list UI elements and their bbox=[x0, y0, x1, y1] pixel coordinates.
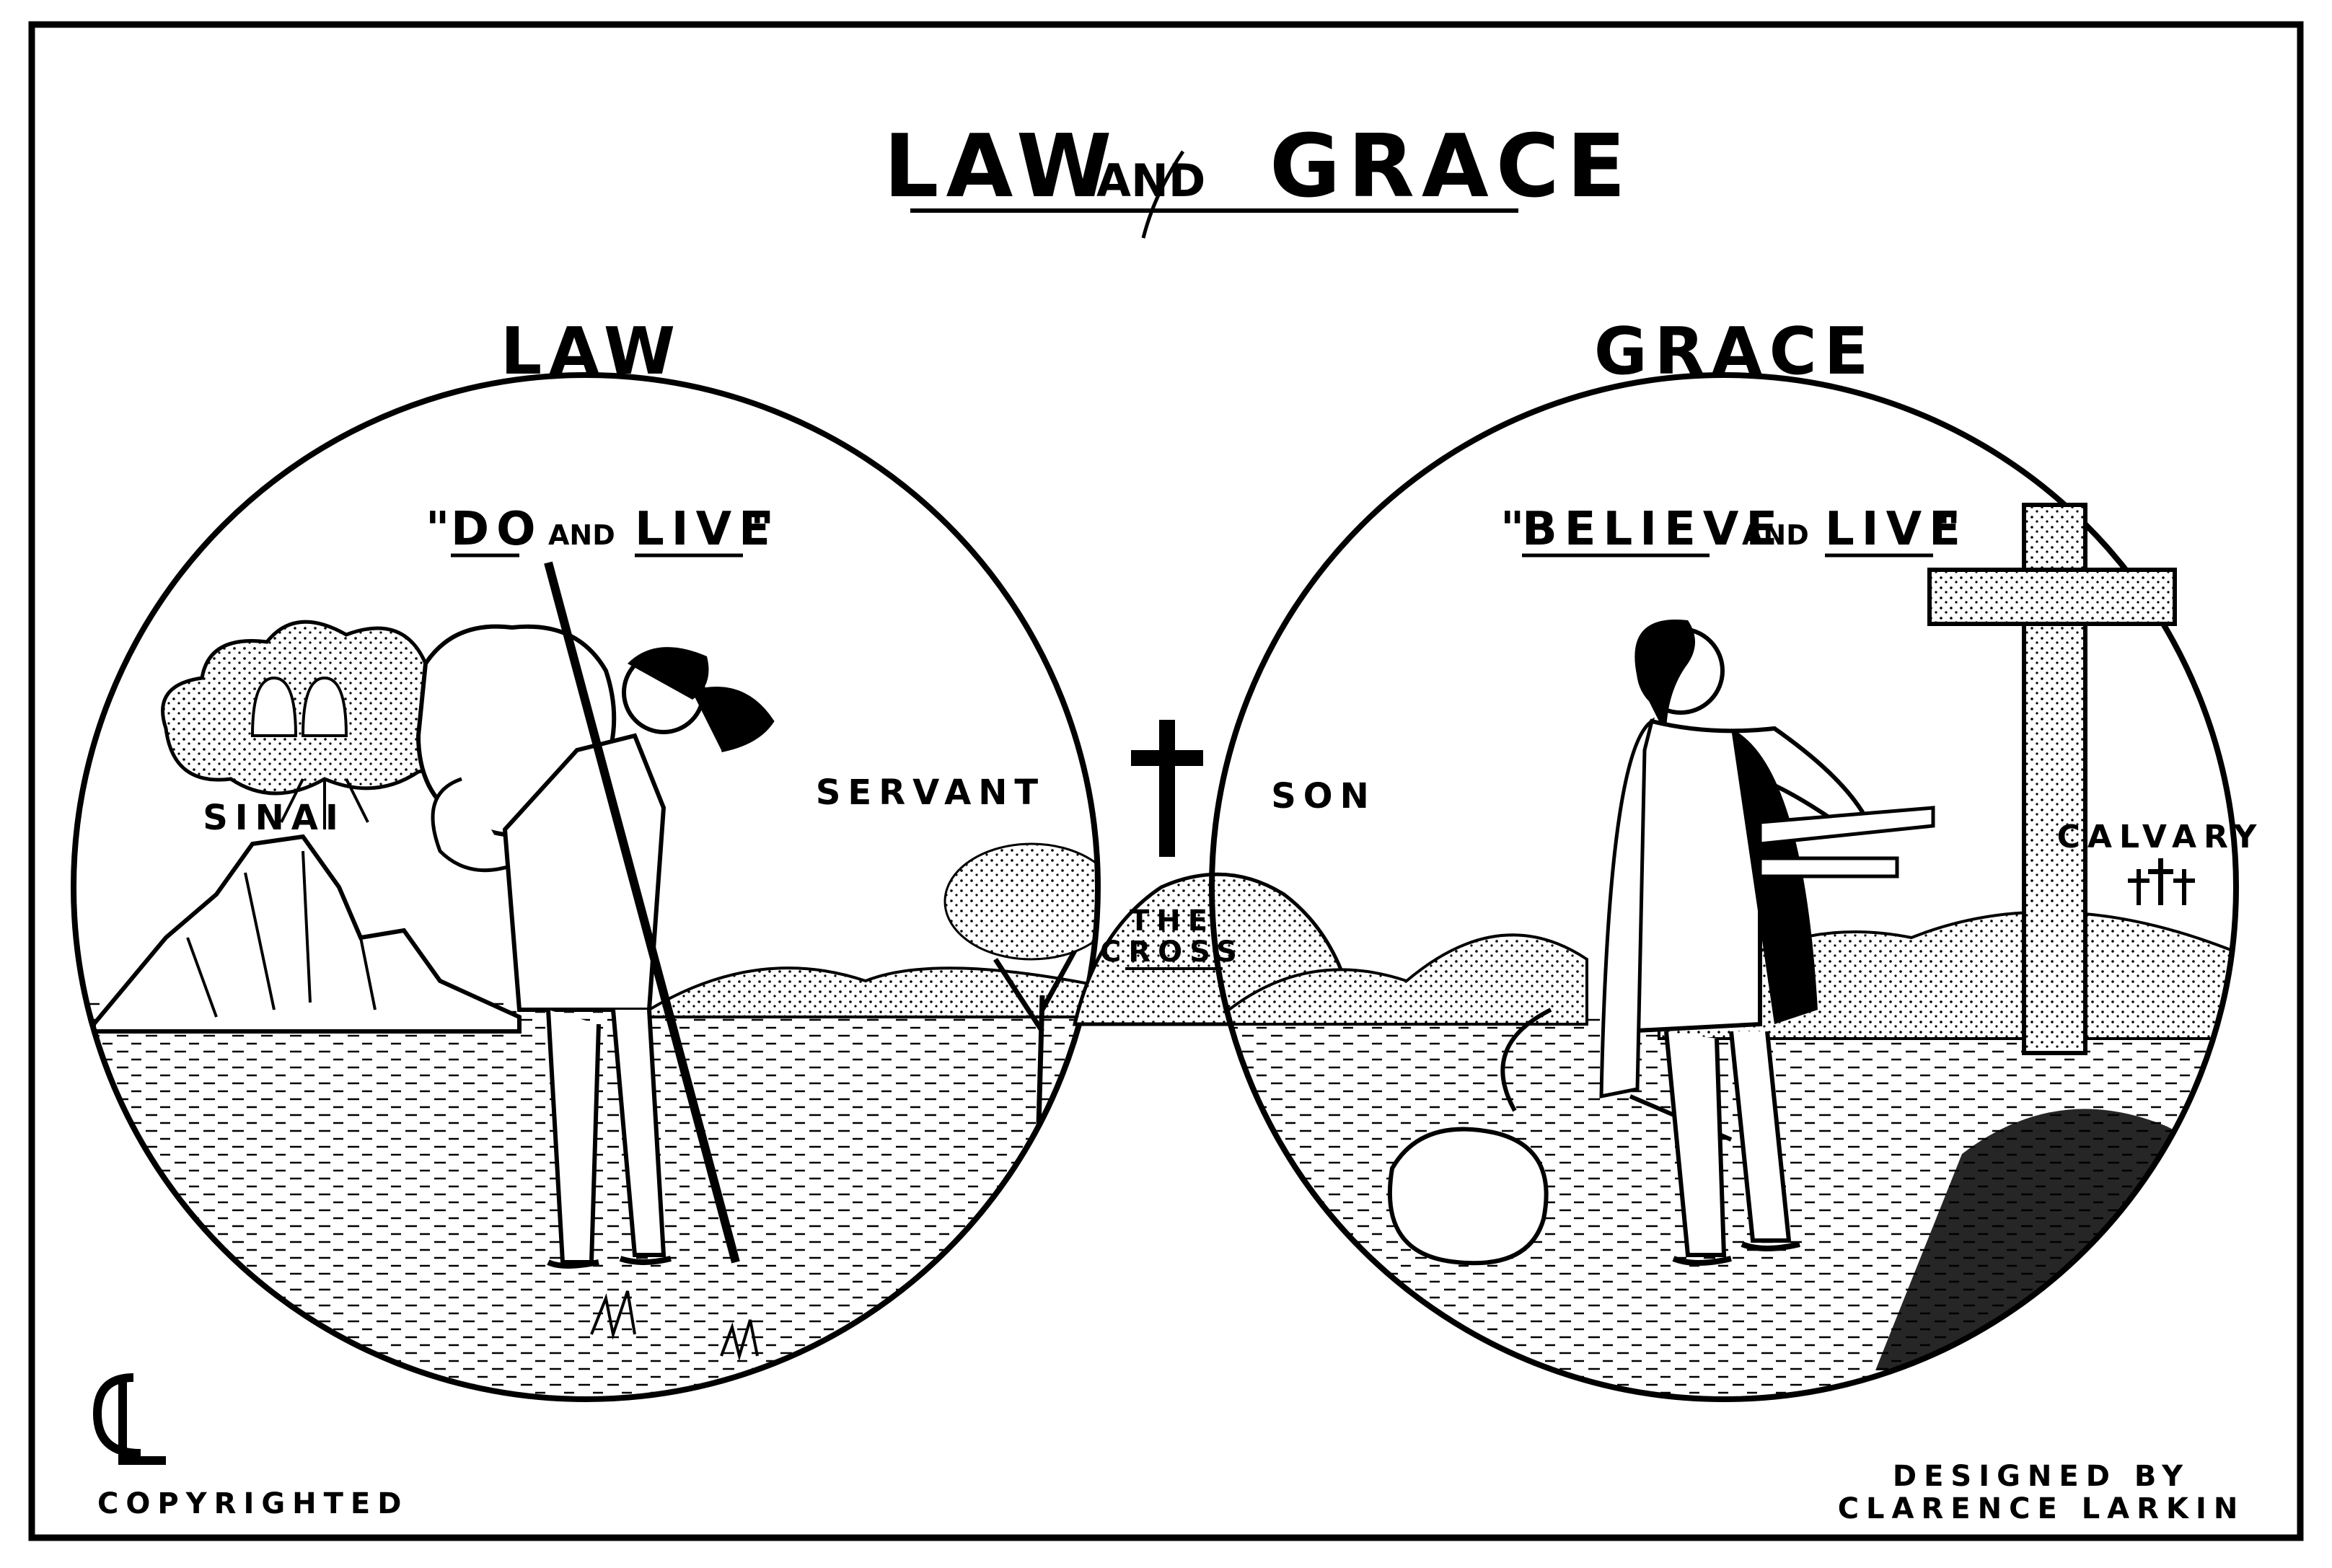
law-distant-hills bbox=[648, 966, 1098, 1018]
designer-credit-line2: CLARENCE LARKIN bbox=[1838, 1492, 2245, 1525]
outer-border bbox=[28, 21, 2304, 1541]
center-cross-icon bbox=[1159, 720, 1175, 857]
sinai-rock-lines bbox=[186, 850, 377, 1018]
law-motto-and: AND bbox=[548, 519, 615, 551]
burdened-pilgrim-figure bbox=[415, 561, 775, 1269]
law-motto-close-quote: " bbox=[750, 503, 774, 556]
law-motto-live: LIVE bbox=[635, 503, 778, 556]
the-cross-label-line2: CROSS bbox=[1100, 935, 1244, 969]
law-grass bbox=[590, 1290, 759, 1362]
title-grace: GRACE bbox=[1270, 117, 1633, 217]
grace-panel: SON CALVARY " BELIEVE AND LIVE " bbox=[1209, 372, 2264, 1402]
grace-motto-and: AND bbox=[1742, 519, 1809, 551]
freed-man-cape bbox=[1599, 717, 1655, 1099]
law-motto-open-quote: " bbox=[426, 503, 449, 556]
freed-man-hair bbox=[1634, 620, 1695, 736]
calvary-label: CALVARY bbox=[2057, 819, 2264, 855]
law-panel: SINAI SERVANT " DO AND LIVE " bbox=[71, 372, 1101, 1402]
copyright-label: COPYRIGHTED bbox=[97, 1487, 408, 1520]
freed-man-tunic bbox=[1620, 718, 1872, 1034]
main-title: LAW AND GRACE bbox=[884, 117, 1633, 239]
pilgrim-hair bbox=[628, 647, 709, 700]
lightning-icon bbox=[280, 778, 369, 829]
grace-motto-close-quote: " bbox=[1937, 503, 1961, 556]
grace-left-hills bbox=[1212, 933, 1588, 1026]
discarded-burden-sack bbox=[1387, 1127, 1549, 1266]
freed-man-outstretched-arms bbox=[1758, 806, 1935, 878]
law-circle bbox=[71, 372, 1101, 1402]
pilgrim-raised-arm bbox=[692, 687, 775, 752]
grace-circle bbox=[1209, 372, 2239, 1402]
footer: COPYRIGHTED DESIGNED BY CLARENCE LARKIN bbox=[92, 1373, 2245, 1525]
grace-motto-live: LIVE bbox=[1825, 503, 1968, 556]
law-motto-do: DO bbox=[451, 503, 543, 556]
grace-motto-open-quote: " bbox=[1500, 503, 1524, 556]
sinai-label: SINAI bbox=[203, 798, 346, 838]
pilgrim-staff bbox=[544, 561, 740, 1264]
designer-credit-line1: DESIGNED BY bbox=[1893, 1460, 2190, 1493]
pilgrim-legs bbox=[546, 1009, 666, 1264]
law-tree-foliage bbox=[943, 842, 1098, 961]
title-and: AND bbox=[1096, 154, 1205, 207]
freed-man-figure bbox=[1599, 620, 1935, 1266]
grace-motto-believe: BELIEVE bbox=[1522, 503, 1785, 556]
grace-motto: " BELIEVE AND LIVE " bbox=[1500, 503, 1968, 558]
title-swash bbox=[1141, 150, 1185, 239]
cl-monogram-logo bbox=[92, 1373, 166, 1465]
tablets-icon bbox=[250, 676, 348, 737]
large-cross-icon bbox=[1927, 503, 2177, 1055]
freed-man-legs bbox=[1664, 1031, 1792, 1257]
title-law: LAW bbox=[884, 117, 1119, 217]
the-cross-label-line1: THE bbox=[1130, 904, 1215, 938]
grace-heading: GRACE bbox=[1594, 314, 1875, 389]
servant-label: SERVANT bbox=[816, 772, 1045, 813]
law-motto: " DO AND LIVE " bbox=[426, 503, 778, 558]
three-crosses-icon bbox=[2128, 858, 2195, 905]
son-label: SON bbox=[1271, 776, 1376, 816]
